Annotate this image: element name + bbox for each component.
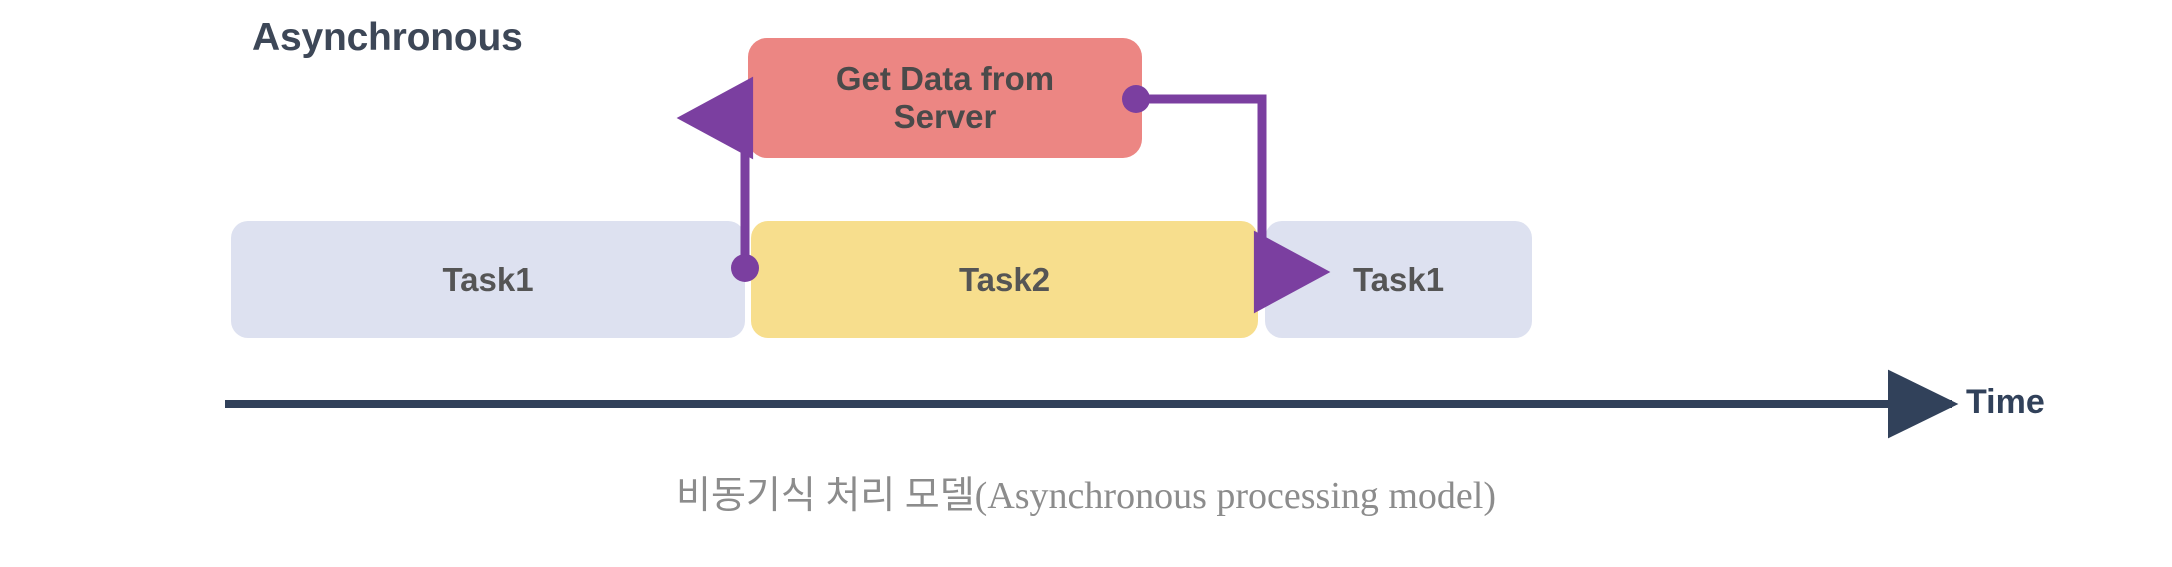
callout-get-data-from-server: Get Data from Server <box>748 38 1142 158</box>
figure-caption: 비동기식 처리 모델(Asynchronous processing model… <box>675 475 1497 517</box>
time-axis-label: Time <box>1966 383 2045 421</box>
callout-label-line2: Server <box>893 98 997 135</box>
timeline-bar-label: Task1 <box>1352 260 1445 298</box>
timeline-bar-label: Task1 <box>442 260 534 298</box>
page-title: Asynchronous <box>252 16 523 59</box>
callout-label-line1: Get Data from <box>835 59 1055 97</box>
timeline-bar-task1-first: Task1 <box>231 221 745 338</box>
callout-label: Get Data from Server <box>836 60 1054 137</box>
timeline-bar-label: Task2 <box>958 260 1051 298</box>
